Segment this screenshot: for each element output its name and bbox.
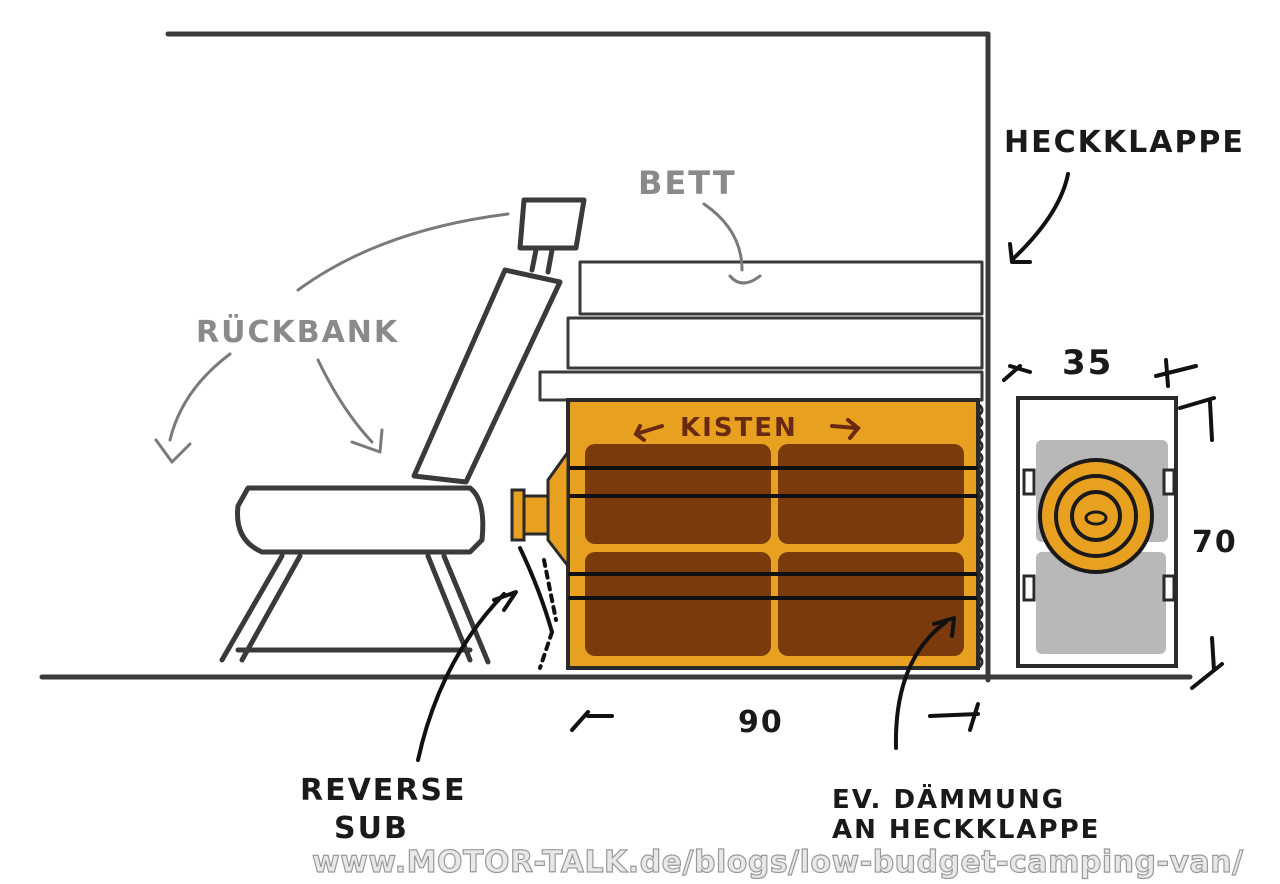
arrow-ruckbank-seat: [296, 212, 510, 292]
label-heckklappe: HECKKLAPPE: [1004, 125, 1245, 160]
arrow-heckklappe: [1008, 172, 1070, 264]
label-dim-90: 90: [738, 705, 784, 740]
label-dim-35: 35: [1062, 343, 1113, 383]
label-ruckbank: RÜCKBANK: [196, 313, 399, 350]
label-bett: BETT: [638, 164, 737, 202]
arrow-ruckbank-right: [316, 358, 384, 454]
bed: [538, 260, 984, 402]
dim-90: [570, 702, 980, 732]
label-dim-70: 70: [1192, 525, 1238, 560]
kiste-bottom-right: [778, 552, 964, 656]
subwoofer-box: [1016, 396, 1178, 668]
arrow-ruckbank-left: [154, 352, 232, 464]
arrow-daemmung: [893, 616, 956, 750]
van-roof-outline: [165, 31, 991, 683]
rear-seat: [219, 197, 587, 665]
arrow-reverse-sub: [416, 590, 518, 762]
label-reverse-sub-2: SUB: [334, 811, 409, 846]
arrow-bett: [702, 202, 762, 285]
dim-35: [1002, 358, 1198, 388]
label-daemmung-2: AN HECKKLAPPE: [832, 815, 1100, 845]
reverse-sub: [510, 447, 570, 670]
dim-70: [1178, 396, 1224, 690]
kisten-arrow-icon: [633, 418, 861, 442]
label-reverse-sub-1: REVERSE: [300, 773, 467, 808]
watermark: www.MOTOR-TALK.de/blogs/low-budget-campi…: [312, 845, 1244, 880]
label-kisten: KISTEN: [680, 413, 798, 443]
sub-box-fill-bottom: [1036, 552, 1166, 654]
daemmung-coil: [975, 402, 984, 670]
kiste-bottom-left: [585, 552, 771, 656]
label-daemmung-1: EV. DÄMMUNG: [832, 783, 1065, 815]
